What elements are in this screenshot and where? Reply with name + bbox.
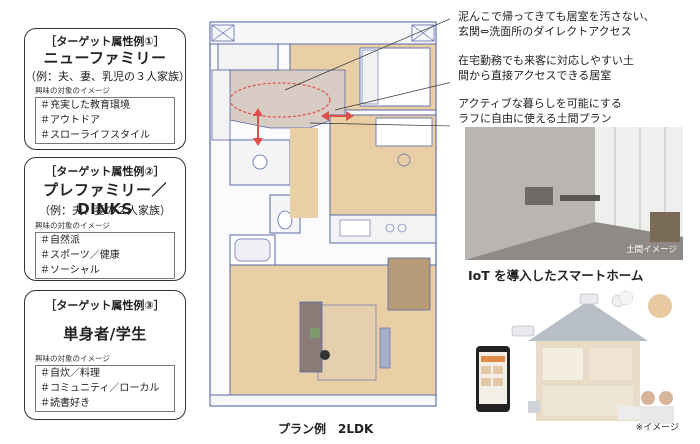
iot-caption: ※イメージ — [635, 423, 679, 433]
persona-example: （例：夫、妻の２人家族） — [39, 204, 171, 217]
washbasin-icon — [252, 154, 268, 170]
iot-image: ※イメージ — [468, 286, 683, 436]
interest-item: ＃アウトドア — [40, 115, 100, 126]
balcony-bottom — [209, 394, 437, 407]
interest-box: ＃充実した教育環境 ＃アウトドア ＃スローライフスタイル — [35, 97, 175, 144]
living-rug — [317, 304, 377, 381]
arrow-vertical — [253, 108, 263, 146]
persona-example: （例：夫、妻、乳児の３人家族） — [25, 70, 190, 83]
annotation-line: アクティブな暮らしを可能にする — [458, 97, 622, 110]
iot-heading: IoT を導入したスマートホーム — [468, 268, 644, 283]
entrance — [217, 43, 279, 71]
arrow-horizontal — [321, 111, 354, 121]
annotation-line: 間から直接アクセスできる居室 — [458, 69, 612, 82]
floor-plan — [209, 18, 450, 407]
plan-caption: プラン例 2LDK — [278, 422, 374, 436]
interest-item: ＃コミュニティ／ローカル — [40, 383, 160, 394]
interest-item: ＃自然派 — [40, 235, 80, 246]
closet — [211, 69, 231, 141]
dining-table-icon — [387, 257, 431, 311]
persona-tag: ［ターゲット属性例①］ — [45, 35, 165, 48]
interest-label: 興味の対象のイメージ — [35, 86, 110, 95]
persona-title: 単身者/学生 — [63, 325, 147, 343]
tv-icon — [379, 327, 391, 369]
persona-title: ニューファミリー — [43, 49, 167, 67]
persona-card-3: ［ターゲット属性例③］ 単身者/学生 興味の対象のイメージ ＃自炊／料理 ＃コミ… — [24, 290, 186, 420]
persona-title: プレファミリー／DINKS — [42, 181, 167, 218]
plant-icon — [310, 328, 320, 338]
corridor — [290, 128, 318, 218]
doma-photo: 土間イメージ — [465, 127, 683, 260]
interest-item: ＃読書好き — [40, 398, 90, 409]
annotation-1: 泥んこで帰ってきても居室を汚さない、 玄関⇔洗面所のダイレクトアクセス — [458, 9, 655, 39]
interest-item: ＃充実した教育環境 — [40, 100, 130, 111]
ac-unit-icon — [411, 24, 435, 42]
interest-item: ＃スポーツ／健康 — [40, 250, 120, 261]
desk-icon — [375, 117, 433, 147]
persona-tag: ［ターゲット属性例②］ — [45, 165, 165, 178]
photo-caption: 土間イメージ — [626, 245, 677, 255]
interest-item: ＃自炊／料理 — [40, 368, 100, 379]
persona-card-2: ［ターゲット属性例②］ プレファミリー／DINKS （例：夫、妻の２人家族） 興… — [24, 157, 186, 281]
balcony-top — [209, 21, 437, 45]
annotation-line: 玄関⇔洗面所のダイレクトアクセス — [458, 25, 632, 38]
interest-label: 興味の対象のイメージ — [35, 221, 110, 230]
ac-unit-icon — [211, 24, 235, 42]
leader-line — [284, 18, 450, 91]
toilet-icon — [277, 210, 293, 230]
persona-tag: ［ターゲット属性例③］ — [45, 299, 165, 312]
interest-item: ＃ソーシャル — [40, 265, 100, 276]
interest-item: ＃スローライフスタイル — [40, 130, 150, 141]
leader-line — [334, 82, 450, 111]
annotation-3: アクティブな暮らしを可能にする ラフに自由に使える土間プラン — [458, 96, 622, 126]
annotation-line: 泥んこで帰ってきても居室を汚さない、 — [458, 10, 655, 23]
annotation-line: 在宅勤務でも来客に対応しやすい土 — [458, 54, 634, 67]
person-icon — [320, 350, 330, 360]
persona-card-1: ［ターゲット属性例①］ ニューファミリー （例：夫、妻、乳児の３人家族） 興味の… — [24, 28, 190, 150]
interest-box: ＃自炊／料理 ＃コミュニティ／ローカル ＃読書好き — [35, 365, 175, 412]
annotation-2: 在宅勤務でも来客に対応しやすい土 間から直接アクセスできる居室 — [458, 53, 634, 83]
interest-box: ＃自然派 ＃スポーツ／健康 ＃ソーシャル — [35, 232, 175, 279]
annotation-line: ラフに自由に使える土間プラン — [458, 112, 612, 125]
interest-label: 興味の対象のイメージ — [35, 354, 110, 363]
leader-line — [309, 122, 450, 127]
